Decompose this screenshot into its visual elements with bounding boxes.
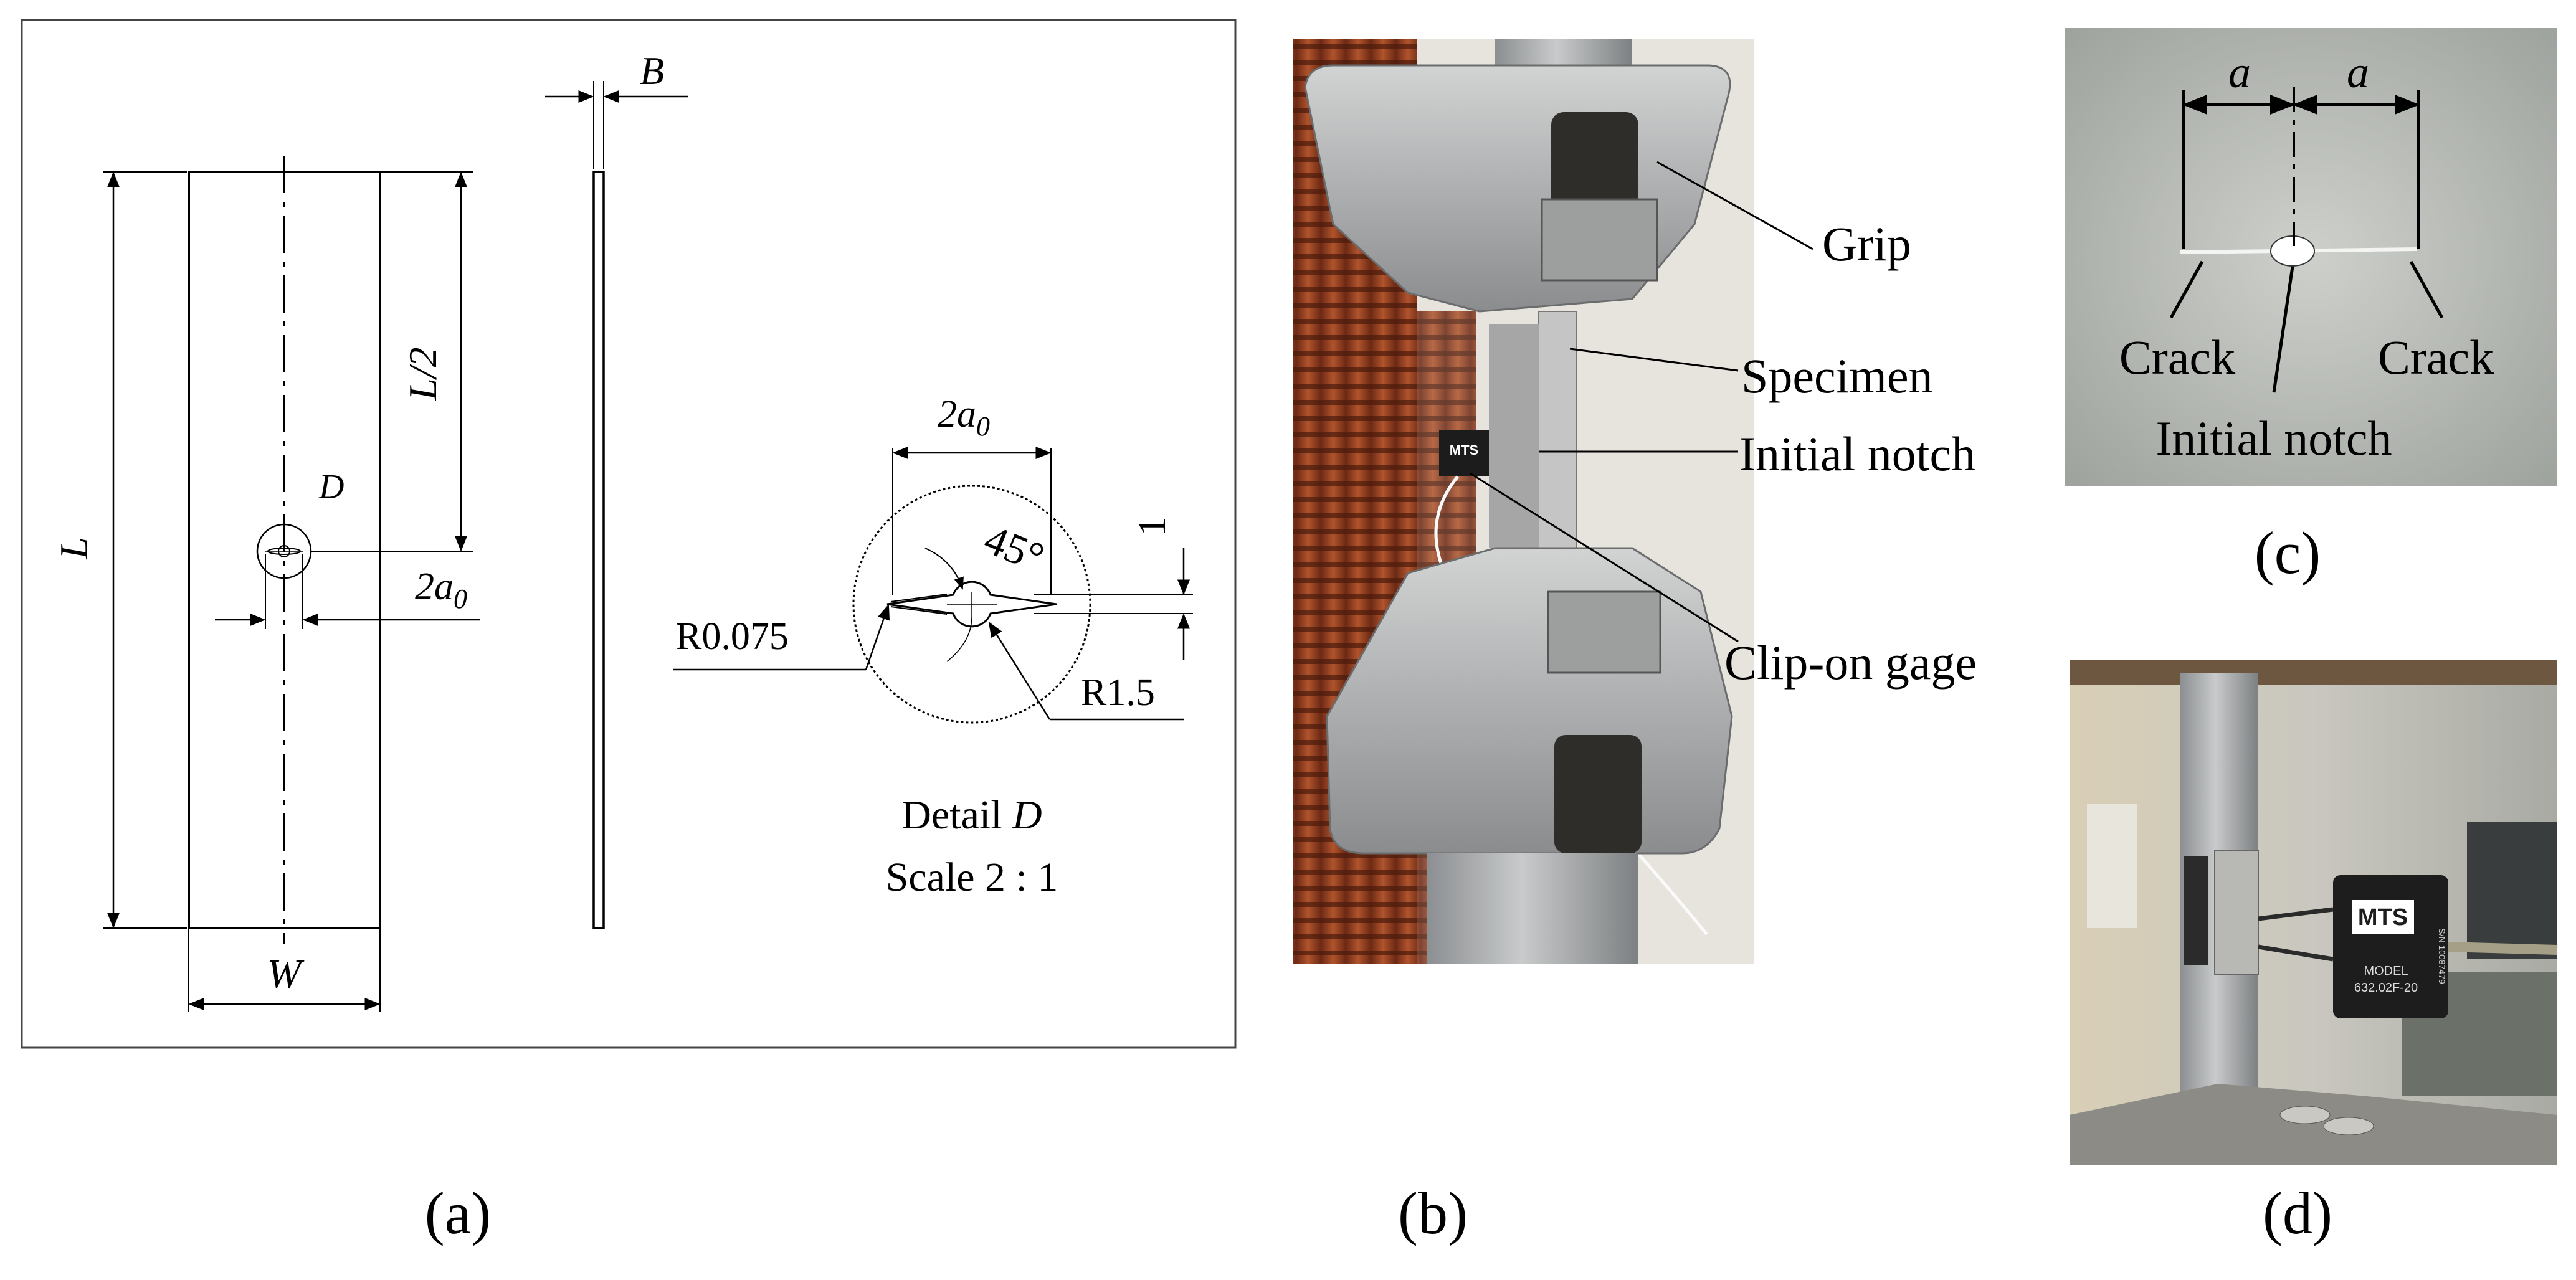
- dim-2a0-label: 2a0: [415, 566, 467, 614]
- detail-2a0-label: 2a0: [938, 393, 990, 442]
- r15-leader: [988, 621, 1051, 720]
- photo-clip-gage: [1439, 430, 1489, 476]
- panel-d-label: (d): [2263, 1180, 2332, 1246]
- c-initial-notch: Initial notch: [2155, 411, 2392, 465]
- photo-d-window: [2087, 804, 2137, 928]
- callout-line-grip: [1656, 161, 1813, 250]
- callout-clip-on-gage: Clip-on gage: [1724, 635, 1977, 690]
- photo-d-model-2: 632.02F-20: [2354, 981, 2418, 995]
- panel-c-photo: a a Crack Crack Initial notch: [2065, 28, 2557, 486]
- r15-label: R1.5: [1081, 671, 1155, 714]
- photo-d-brand: MTS: [2358, 904, 2408, 931]
- dim-w-label: W: [267, 951, 305, 997]
- panel-a-frame: [21, 19, 1237, 1049]
- detail-scale: Scale 2 : 1: [886, 855, 1058, 900]
- panel-c-label: (c): [2255, 519, 2321, 586]
- lower-column: [1427, 853, 1638, 964]
- angle-arc: [924, 548, 964, 590]
- photo-specimen-shadow: [1489, 324, 1539, 548]
- photo-specimen: [1538, 311, 1577, 549]
- panel-a-drawing: L L/2 D 2a0 W B: [21, 19, 1237, 1049]
- detail-circle: [852, 485, 1091, 724]
- detail-notch-line-bot: [890, 606, 948, 615]
- photo-d-gage-body: [2333, 875, 2448, 1018]
- photo-d-bolt-1: [2279, 1106, 2331, 1124]
- panel-a-label: (a): [425, 1180, 492, 1246]
- detail-d-circle: [256, 523, 312, 579]
- photo-d-model-1: MODEL: [2364, 964, 2408, 978]
- angle-arc-2: [946, 616, 972, 662]
- angle-label: 45°: [978, 515, 1051, 581]
- photo-clip-gage-brand: MTS: [1450, 442, 1478, 458]
- dim1-label: 1: [1131, 517, 1174, 536]
- callout-line-specimen: [1569, 348, 1739, 372]
- c-crack-right: Crack: [2378, 330, 2494, 384]
- detail-notch-line-top: [890, 594, 948, 602]
- upper-grip-jaw: [1541, 198, 1658, 282]
- callout-initial-notch: Initial notch: [1739, 427, 1975, 481]
- r0075-leader: [865, 604, 890, 670]
- photo-d-arm-bot: [2258, 944, 2334, 962]
- dim-lhalf-label: L/2: [401, 347, 445, 401]
- specimen-side-view: [592, 171, 605, 929]
- panel-b-label: (b): [1398, 1180, 1468, 1246]
- photo-d-arm-top: [2258, 907, 2334, 921]
- callout-grip: Grip: [1822, 217, 1911, 271]
- photo-d-bolt-2: [2323, 1117, 2374, 1135]
- dim-b-label: B: [640, 49, 664, 93]
- c-dim-a-right-label: a: [2347, 47, 2369, 97]
- panel-b-photo: MTS: [1293, 39, 1754, 964]
- panel-d-photo: MTS MODEL 632.02F-20 S/N 10087479: [2070, 660, 2558, 1165]
- photo-d-serial: S/N 10087479: [2437, 928, 2447, 984]
- c-crack-left: Crack: [2119, 330, 2235, 384]
- dim-l-label: L: [52, 537, 96, 560]
- detail-d-label: D: [318, 468, 344, 506]
- callout-specimen: Specimen: [1741, 349, 1933, 403]
- callout-line-gage: [1470, 472, 1739, 643]
- photo-d-machine-right: [2467, 822, 2557, 959]
- c-leader-notch: [2272, 266, 2294, 393]
- c-leader-crack-right: [2409, 260, 2444, 319]
- r0075-label: R0.075: [676, 615, 789, 658]
- c-leader-crack-left: [2169, 260, 2204, 319]
- photo-d-cable: [2448, 942, 2558, 955]
- photo-d-lower-grip: [2070, 1084, 2557, 1165]
- lower-grip-jaw: [1547, 590, 1661, 674]
- photo-d-top-bar: [2070, 660, 2557, 685]
- photo-d-knife-edge: [2184, 856, 2208, 965]
- photo-d-clip-block: [2214, 850, 2259, 975]
- detail-title: Detail D: [901, 792, 1042, 838]
- photo-d-gage-badge: [2352, 900, 2414, 934]
- lower-grip-window: [1554, 735, 1642, 853]
- c-dim-a-left-label: a: [2228, 47, 2251, 97]
